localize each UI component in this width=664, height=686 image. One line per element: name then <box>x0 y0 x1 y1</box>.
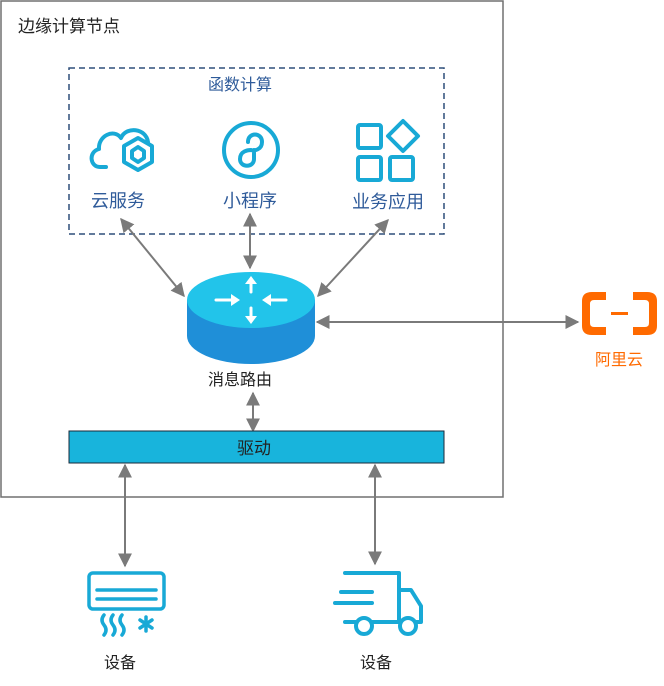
function-item-label: 小程序 <box>223 191 277 212</box>
device-label: 设备 <box>360 653 392 672</box>
air-conditioner-icon <box>87 571 166 637</box>
cloud-service-icon <box>89 128 154 172</box>
aliyun-label: 阿里云 <box>595 350 643 369</box>
driver-label: 驱动 <box>237 439 271 459</box>
function-compute-title: 函数计算 <box>208 75 272 94</box>
router-icon <box>187 272 315 364</box>
truck-icon <box>333 571 423 636</box>
business-app-icon <box>356 119 420 182</box>
aliyun-logo-icon <box>582 292 657 335</box>
arrow-business-app-router <box>317 218 389 298</box>
driver-bar <box>68 430 445 464</box>
function-item-label: 云服务 <box>91 191 145 212</box>
router-label: 消息路由 <box>208 370 272 389</box>
function-item-label: 业务应用 <box>352 192 424 213</box>
edge-node-title: 边缘计算节点 <box>18 17 120 37</box>
arrow-cloud-service-router <box>120 217 185 298</box>
device-label: 设备 <box>104 653 136 672</box>
mini-program-icon <box>222 121 280 179</box>
